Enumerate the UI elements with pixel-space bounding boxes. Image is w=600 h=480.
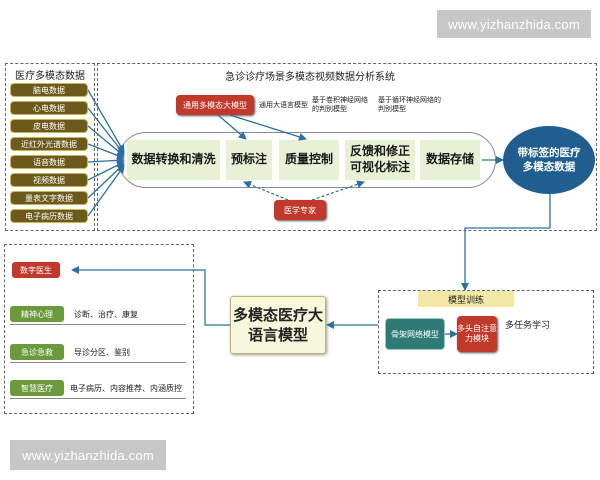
app-divider-psychology: [10, 324, 186, 325]
source-item-ecg: 心电数据: [10, 101, 88, 115]
source-item-eeg: 脑电数据: [10, 83, 88, 97]
source-item-scale-text: 量表文字数据: [10, 191, 88, 205]
step-convert-clean: 数据转换和清洗: [127, 140, 220, 180]
app-label-psychology: 精神心理: [10, 306, 64, 322]
source-panel-title: 医疗多模态数据: [15, 71, 85, 82]
watermark-bottom: www.yizhanzhida.com: [10, 440, 166, 470]
app-desc-psychology: 诊断、治疗、康复: [74, 310, 138, 319]
multitask-learning-label: 多任务学习: [505, 321, 551, 331]
multimodal-medical-llm-box: 多模态医疗大语言模型: [230, 296, 326, 354]
source-item-nirs: 近红外光谱数据: [10, 137, 88, 151]
application-panel: [4, 244, 194, 414]
source-item-emr: 电子病历数据: [10, 209, 88, 223]
labeled-data-circle: 带标签的医疗多模态数据: [503, 126, 595, 194]
app-divider-emergency: [10, 362, 186, 363]
source-item-voice: 语音数据: [10, 155, 88, 169]
model-label-cnn: 基于卷积神经网络的判别模型: [312, 96, 368, 113]
system-panel-title: 急诊诊疗场景多模态视频数据分析系统: [225, 72, 395, 83]
step-data-storage: 数据存储: [420, 140, 480, 180]
watermark-top: www.yizhanzhida.com: [437, 10, 591, 38]
model-label-llm: 通用大语言模型: [259, 101, 308, 109]
backbone-model-box: 骨架网络模型: [385, 318, 445, 350]
app-label-emergency: 急诊急救: [10, 344, 64, 360]
app-divider-smart-medical: [10, 398, 186, 399]
training-panel: [378, 290, 594, 374]
training-title: 模型训练: [418, 291, 514, 307]
digital-doctor-label: 数字医生: [12, 262, 60, 278]
attention-module-box: 多头自注意力模块: [457, 316, 497, 352]
step-feedback-correction: 反馈和修正可视化标注: [345, 140, 415, 180]
app-desc-smart-medical: 电子病历、内容推荐、内涵质控: [70, 384, 182, 393]
source-item-video: 视频数据: [10, 173, 88, 187]
general-multimodal-model-box: 通用多模态大模型: [176, 95, 254, 115]
medical-expert-box: 医学专家: [274, 200, 326, 220]
step-quality-control: 质量控制: [279, 140, 339, 180]
app-label-smart-medical: 智慧医疗: [10, 380, 64, 396]
model-label-rnn: 基于循环神经网络的判别模型: [378, 96, 441, 113]
source-item-eda: 皮电数据: [10, 119, 88, 133]
step-pre-annotation: 预标注: [226, 140, 272, 180]
app-desc-emergency: 导诊分区、鉴别: [74, 348, 130, 357]
